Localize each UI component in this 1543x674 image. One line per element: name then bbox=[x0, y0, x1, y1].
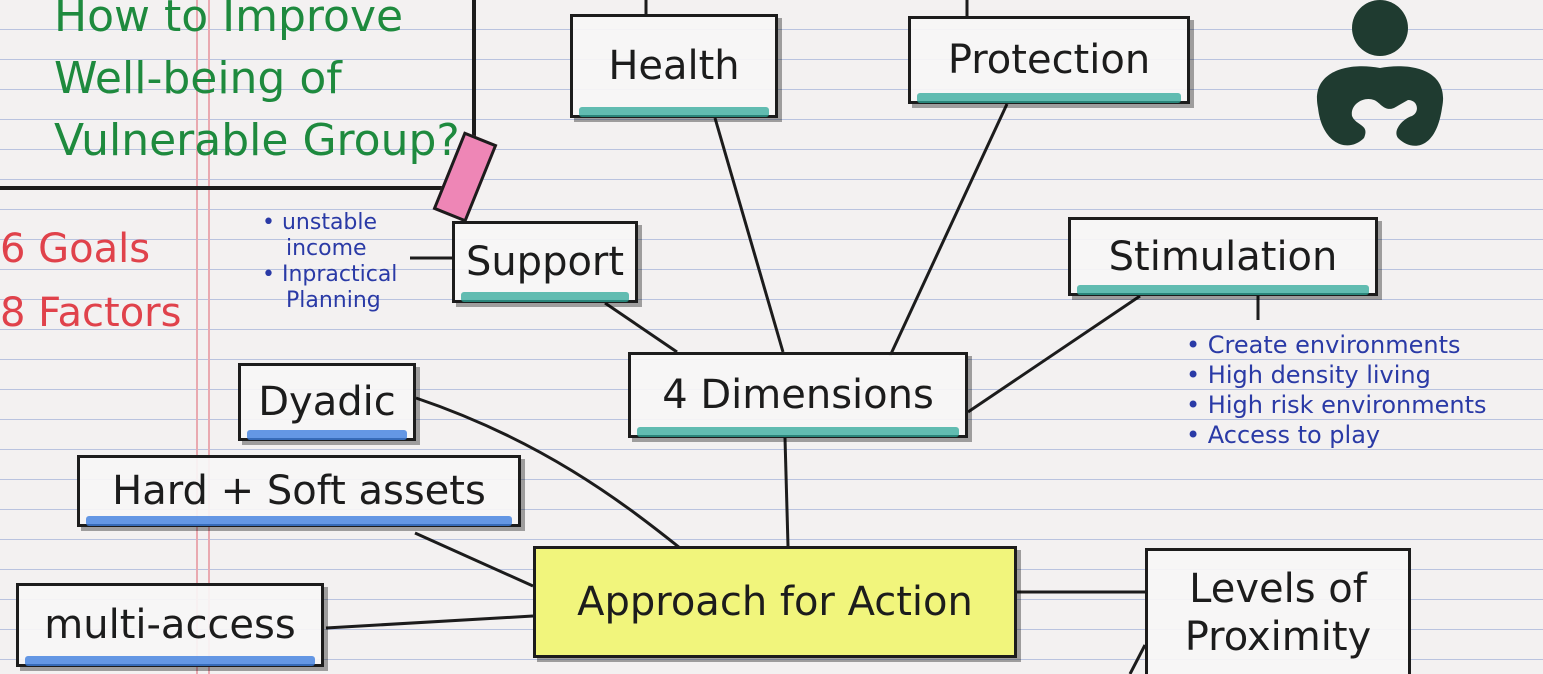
person-icon bbox=[1316, 0, 1444, 146]
question-line-1: How to Improve bbox=[54, 0, 404, 42]
connector-stimulation-dimensions bbox=[967, 294, 1141, 414]
highlight-teal bbox=[917, 93, 1181, 103]
connector-dyadic-approach bbox=[415, 396, 681, 550]
node-support-label: Support bbox=[465, 239, 625, 285]
node-four-dimensions: 4 Dimensions bbox=[628, 352, 968, 438]
margin-line-right bbox=[208, 0, 210, 674]
support-note-1: • unstable bbox=[262, 210, 378, 235]
highlight-teal bbox=[1077, 285, 1369, 295]
highlight-teal bbox=[461, 292, 629, 302]
connector-protection-dimensions bbox=[888, 103, 1009, 357]
node-health-label: Health bbox=[608, 43, 740, 89]
node-dyadic: Dyadic bbox=[238, 363, 416, 441]
node-stimulation-label: Stimulation bbox=[1108, 233, 1338, 280]
support-note-3: • Inpractical bbox=[262, 262, 398, 287]
highlight-blue bbox=[86, 516, 512, 526]
node-dyadic-label: Dyadic bbox=[258, 379, 396, 425]
highlight-teal bbox=[637, 427, 959, 437]
highlight-blue bbox=[247, 430, 407, 440]
guiding-question-box: How to Improve Well-being of Vulnerable … bbox=[0, 0, 476, 190]
margin-line-left bbox=[196, 0, 198, 674]
highlight-blue bbox=[25, 656, 315, 666]
node-hard-soft-assets-label: Hard + Soft assets bbox=[112, 468, 486, 514]
stimulation-note-3: • High risk environments bbox=[1186, 391, 1487, 419]
node-multi-access-label: multi-access bbox=[44, 602, 296, 648]
support-note-4: Planning bbox=[286, 288, 381, 313]
stimulation-note-2: • High density living bbox=[1186, 361, 1431, 389]
question-line-3: Vulnerable Group? bbox=[54, 115, 460, 166]
node-protection-label: Protection bbox=[947, 37, 1151, 83]
node-levels-of-proximity: Levels of Proximity bbox=[1145, 548, 1411, 674]
node-levels-line-2: Proximity bbox=[1184, 613, 1372, 660]
node-stimulation: Stimulation bbox=[1068, 217, 1378, 296]
node-levels-line-1: Levels of bbox=[1189, 565, 1367, 612]
stimulation-notes: • Create environments • High density liv… bbox=[1186, 330, 1487, 450]
connector-support-dimensions bbox=[604, 301, 678, 354]
stimulation-note-4: • Access to play bbox=[1186, 421, 1381, 449]
node-approach-for-action-label: Approach for Action bbox=[577, 579, 973, 625]
support-note-2: income bbox=[286, 236, 367, 261]
question-line-2: Well-being of bbox=[54, 53, 342, 104]
node-hard-soft-assets: Hard + Soft assets bbox=[77, 455, 521, 527]
connector-multiaccess-approach bbox=[325, 614, 534, 630]
node-protection: Protection bbox=[908, 16, 1190, 104]
highlight-teal bbox=[579, 107, 769, 117]
node-health: Health bbox=[570, 14, 778, 118]
connector-levels-down bbox=[1128, 644, 1147, 674]
connector-dimensions-approach bbox=[783, 437, 790, 547]
node-multi-access: multi-access bbox=[16, 583, 324, 667]
factors-note: 8 Factors bbox=[0, 290, 182, 336]
support-notes: • unstable income • Inpractical Planning bbox=[262, 210, 397, 314]
node-four-dimensions-label: 4 Dimensions bbox=[662, 372, 934, 418]
stimulation-note-1: • Create environments bbox=[1186, 331, 1461, 359]
node-approach-for-action: Approach for Action bbox=[533, 546, 1017, 658]
goals-note: 6 Goals bbox=[0, 226, 151, 272]
connector-health-dimensions bbox=[713, 117, 785, 353]
connector-assets-approach bbox=[414, 531, 534, 588]
node-support: Support bbox=[452, 221, 638, 303]
